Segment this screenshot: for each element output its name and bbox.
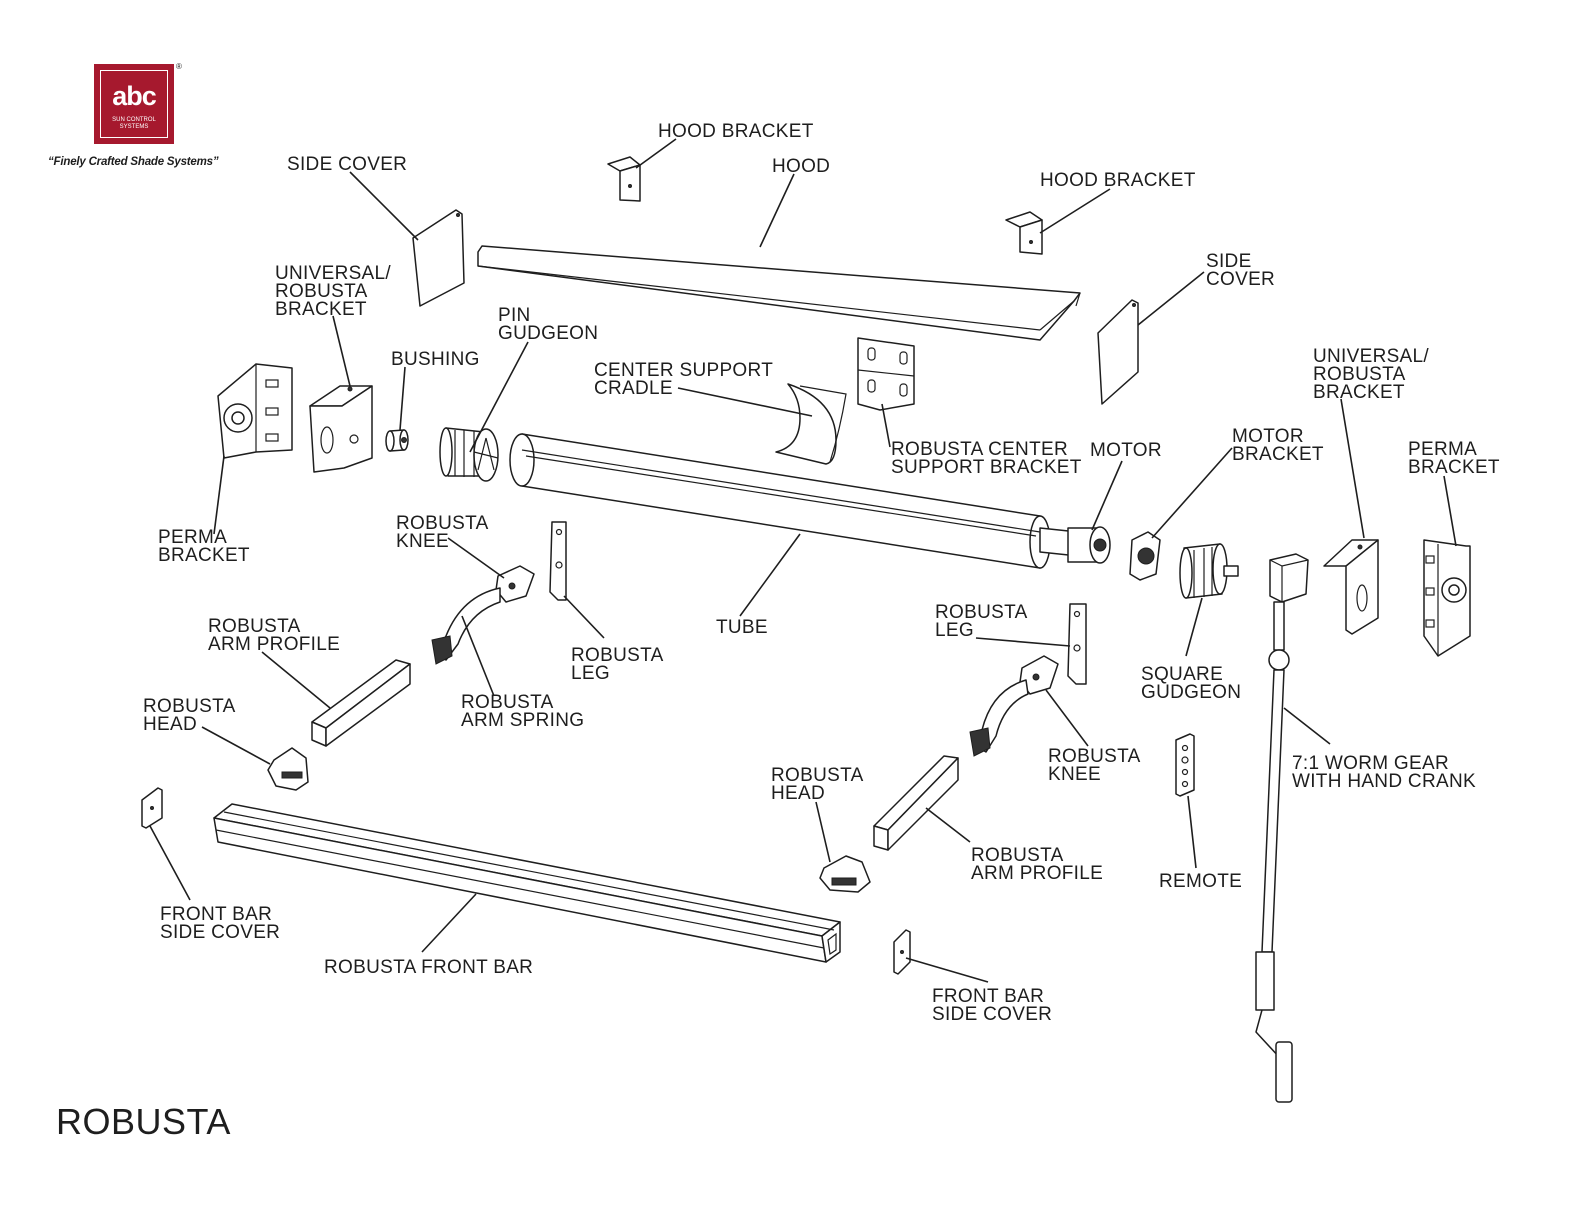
label-side-cover-left: SIDE COVER [287,154,407,175]
robusta-arm-profile-left-part [311,659,411,747]
perma-bracket-right-part [1423,539,1471,657]
perma-bracket-left-part [217,363,293,459]
bushing-part [385,429,409,452]
label-center-support-cradle: CENTER SUPPORT CRADLE [594,360,778,399]
leader-lines [149,138,1457,983]
hood-bracket-right-part [1005,211,1043,255]
label-robusta-arm-spring: ROBUSTA ARM SPRING [461,692,584,731]
label-front-bar-side-cover-left: FRONT BAR SIDE COVER [160,904,280,943]
logo-tagline: “Finely Crafted Shade Systems” [48,156,219,168]
hood-bracket-left-part [607,156,641,202]
robusta-arm-spring-left-part [431,587,501,665]
label-robusta-leg-left: ROBUSTA LEG [571,645,668,684]
label-robusta-front-bar: ROBUSTA FRONT BAR [324,957,533,978]
label-worm-gear: 7:1 WORM GEAR WITH HAND CRANK [1292,753,1476,792]
label-robusta-head-left: ROBUSTA HEAD [143,696,240,735]
robusta-arm-spring-right-part [969,679,1029,757]
label-universal-bracket-left: UNIVERSAL/ ROBUSTA BRACKET [275,263,397,320]
robusta-head-left-part [267,747,309,791]
label-robusta-head-right: ROBUSTA HEAD [771,765,868,804]
universal-bracket-right-part [1323,539,1379,635]
label-robusta-leg-right: ROBUSTA LEG [935,602,1032,641]
robusta-arm-profile-right-part [873,755,959,851]
abc-logo: abc SUN CONTROL SYSTEMS [94,64,174,144]
page-title: ROBUSTA [56,1101,231,1142]
label-universal-bracket-right: UNIVERSAL/ ROBUSTA BRACKET [1313,346,1435,403]
label-perma-bracket-right: PERMA BRACKET [1408,439,1500,478]
label-robusta-center-support-bracket: ROBUSTA CENTER SUPPORT BRACKET [891,439,1082,478]
side-cover-left-part [412,209,465,307]
label-hood: HOOD [772,156,830,177]
robusta-knee-left-part [495,565,535,603]
motor-part [1039,526,1111,564]
pin-gudgeon-part [439,427,499,482]
logo-sub-line1: SUN CONTROL [112,117,156,123]
label-hood-bracket-right: HOOD BRACKET [1040,170,1196,191]
label-square-gudgeon: SQUARE GUDGEON [1141,664,1241,703]
label-bushing: BUSHING [391,349,480,370]
label-robusta-arm-profile-left: ROBUSTA ARM PROFILE [208,616,340,655]
hood-part [477,245,1081,341]
remote-part [1175,733,1195,797]
label-motor-bracket: MOTOR BRACKET [1232,426,1324,465]
label-motor: MOTOR [1090,440,1162,461]
label-robusta-arm-profile-right: ROBUSTA ARM PROFILE [971,845,1103,884]
center-support-cradle-part [775,383,847,465]
label-remote: REMOTE [1159,871,1242,892]
square-gudgeon-part [1179,543,1239,599]
label-pin-gudgeon: PIN GUDGEON [498,305,598,344]
label-tube: TUBE [716,617,768,638]
label-hood-bracket-left: HOOD BRACKET [658,121,814,142]
label-front-bar-side-cover-right: FRONT BAR SIDE COVER [932,986,1052,1025]
worm-gear-part [1255,553,1309,1103]
front-bar-side-cover-right-part [893,929,911,975]
front-bar-side-cover-left-part [141,787,163,829]
label-perma-bracket-left: PERMA BRACKET [158,527,250,566]
robusta-leg-left-part [549,521,567,601]
side-cover-right-part [1097,299,1139,405]
robusta-center-support-bracket-part [857,337,915,411]
logo-word: abc [112,81,157,111]
robusta-front-bar-part [213,803,841,963]
logo-sub-line2: SYSTEMS [119,124,149,130]
registered-mark: ® [176,62,182,71]
motor-bracket-part [1129,531,1161,581]
robusta-leg-right-part [1067,603,1087,685]
universal-bracket-left-part [309,385,373,473]
label-robusta-knee-left: ROBUSTA KNEE [396,513,493,552]
robusta-head-right-part [819,855,871,893]
label-robusta-knee-right: ROBUSTA KNEE [1048,746,1145,785]
label-side-cover-right: SIDE COVER [1206,251,1275,290]
